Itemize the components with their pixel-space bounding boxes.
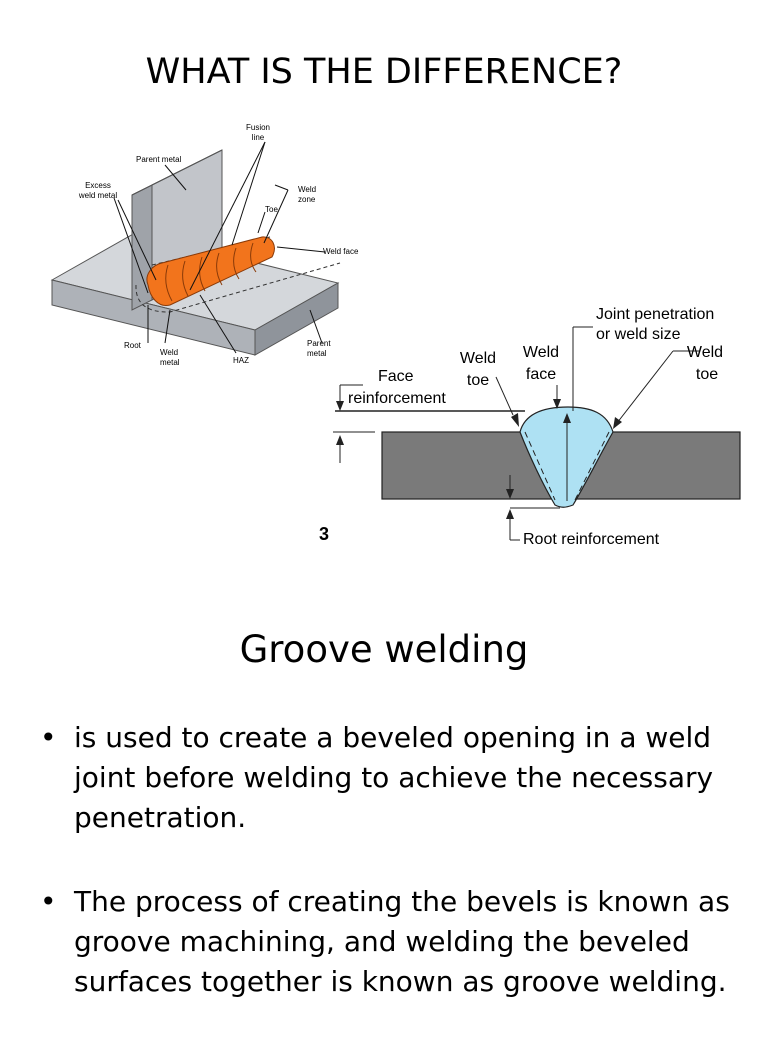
label-weld-metal-2: metal [160, 358, 180, 367]
label-joint-penetration-1: Joint penetration [596, 306, 714, 323]
label-excess-weld-metal-1: Excess [85, 181, 111, 190]
weld-bead [146, 236, 275, 306]
bullet-item: • The process of creating the bevels is … [40, 882, 740, 1002]
label-parent-metal-right-1: Parent [307, 339, 331, 348]
label-joint-penetration-2: or weld size [596, 326, 681, 343]
bullet-text: is used to create a beveled opening in a… [74, 721, 714, 834]
bullet-text: The process of creating the bevels is kn… [74, 885, 730, 998]
base-plate-side [254, 282, 339, 356]
label-weld-toe-left-1: Weld [460, 350, 496, 367]
bullet-list: • is used to create a beveled opening in… [40, 718, 740, 1046]
label-fusion-line-1: Fusion [246, 123, 270, 132]
label-weld-zone-1: Weld [298, 185, 316, 194]
label-root: Root [124, 341, 142, 350]
label-toe: Toe [265, 205, 278, 214]
label-weld-toe-left-2: toe [467, 372, 489, 389]
fillet-weld-diagram: Fusion line Parent metal Excess weld met… [50, 123, 359, 367]
label-root-reinforcement: Root reinforcement [523, 531, 660, 548]
bullet-glyph: • [40, 885, 57, 918]
label-face-reinforcement-1: Face [378, 368, 414, 385]
groove-weld-diagram: Joint penetration or weld size Weld toe … [319, 306, 741, 548]
section-heading: Groove welding [239, 628, 529, 671]
label-weld-toe-right-1: Weld [687, 344, 723, 361]
label-parent-metal-right-2: metal [307, 349, 327, 358]
label-haz: HAZ [233, 356, 249, 365]
label-weld-zone-2: zone [298, 195, 316, 204]
page-title: WHAT IS THE DIFFERENCE? [145, 52, 623, 92]
label-face-reinforcement-2: reinforcement [348, 390, 446, 407]
bullet-glyph: • [40, 721, 57, 754]
label-weld-metal-1: Weld [160, 348, 178, 357]
label-fusion-line-2: line [252, 133, 265, 142]
label-parent-metal-top: Parent metal [136, 155, 182, 164]
label-weld-toe-right-2: toe [696, 366, 718, 383]
bullet-item: • is used to create a beveled opening in… [40, 718, 740, 838]
label-weld-face: Weld face [323, 247, 359, 256]
figure-marker: 3 [319, 524, 329, 544]
label-excess-weld-metal-2: weld metal [78, 191, 117, 200]
vertical-plate-top [131, 149, 223, 196]
label-weld-face-1: Weld [523, 344, 559, 361]
leader-lines [113, 141, 326, 354]
vertical-plate-front [131, 184, 153, 311]
label-weld-face-2: face [526, 366, 556, 383]
